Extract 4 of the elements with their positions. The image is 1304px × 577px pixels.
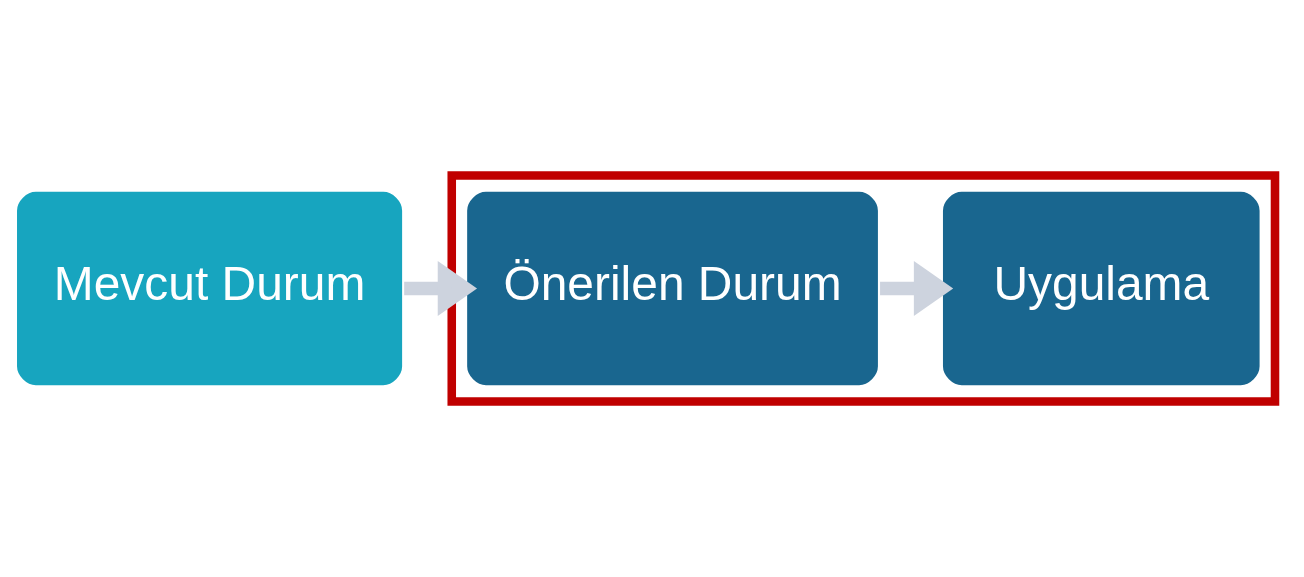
arrow xyxy=(880,260,954,317)
node-box: Uygulama xyxy=(939,188,1263,389)
cluster xyxy=(447,171,1280,406)
arrow xyxy=(404,260,478,317)
